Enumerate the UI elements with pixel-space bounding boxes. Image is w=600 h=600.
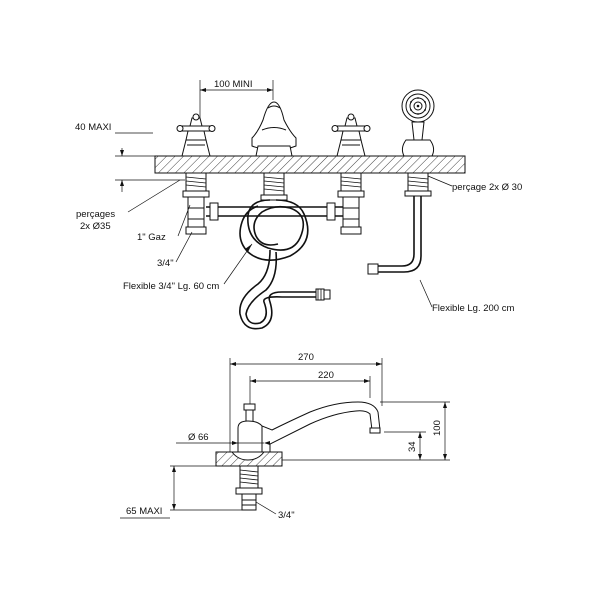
central-spout bbox=[251, 101, 297, 201]
dim-under-deck-label: 65 MAXI bbox=[126, 506, 162, 517]
dim-height: 100 bbox=[282, 401, 450, 461]
tail-piece bbox=[235, 465, 263, 511]
dim-deck-thickness-label: 40 MAXI bbox=[75, 122, 111, 133]
dim-spacing: 100 MINI bbox=[199, 79, 274, 118]
label-shower-hose-text: Flexible Lg. 200 cm bbox=[432, 303, 514, 314]
right-valve-body bbox=[337, 172, 365, 235]
right-cross-handle bbox=[331, 113, 371, 157]
side-view: 270 220 bbox=[120, 352, 450, 521]
dim-under-deck: 65 MAXI bbox=[120, 465, 242, 519]
deck-slab bbox=[154, 155, 466, 174]
hand-shower bbox=[367, 89, 435, 275]
label-flex-hose-text: Flexible 3/4" Lg. 60 cm bbox=[123, 281, 219, 292]
dim-spout-reach-label: 220 bbox=[318, 370, 334, 381]
left-valve-body bbox=[182, 172, 210, 235]
label-gas: 1" Gaz bbox=[137, 204, 191, 243]
label-shower-hole-text: perçage 2x Ø 30 bbox=[452, 182, 522, 193]
label-inlet-top: 3/4" bbox=[157, 231, 193, 269]
label-shower-hose: Flexible Lg. 200 cm bbox=[419, 279, 514, 314]
label-inlet-top-text: 3/4" bbox=[157, 258, 174, 269]
label-inlet-side: 3/4" bbox=[255, 501, 295, 521]
dim-spacing-label: 100 MINI bbox=[214, 79, 253, 90]
dim-total-length: 270 bbox=[229, 352, 383, 452]
label-holes-line2: 2x Ø35 bbox=[80, 221, 111, 232]
dim-height-label: 100 bbox=[432, 420, 443, 436]
dim-spout-height: 34 bbox=[407, 432, 422, 460]
top-view: 100 MINI 40 MAXI bbox=[75, 79, 522, 330]
label-gas-text: 1" Gaz bbox=[137, 232, 166, 243]
dim-base-diameter: Ø 66 bbox=[176, 432, 270, 445]
dim-total-length-label: 270 bbox=[298, 352, 314, 363]
dim-spout-reach: 220 bbox=[249, 370, 371, 420]
label-holes: perçages 2x Ø35 bbox=[76, 179, 181, 232]
spout-side bbox=[237, 401, 381, 453]
label-flex-hose: Flexible 3/4" Lg. 60 cm bbox=[123, 243, 253, 292]
label-inlet-side-text: 3/4" bbox=[278, 510, 295, 521]
connection-pipe bbox=[206, 199, 343, 330]
label-shower-hole: perçage 2x Ø 30 bbox=[427, 175, 522, 193]
left-cross-handle bbox=[176, 113, 216, 157]
dim-spout-height-label: 34 bbox=[407, 441, 418, 452]
dim-deck-thickness: 40 MAXI bbox=[75, 122, 185, 192]
dim-base-diameter-label: Ø 66 bbox=[188, 432, 209, 443]
label-holes-line1: perçages bbox=[76, 209, 115, 220]
